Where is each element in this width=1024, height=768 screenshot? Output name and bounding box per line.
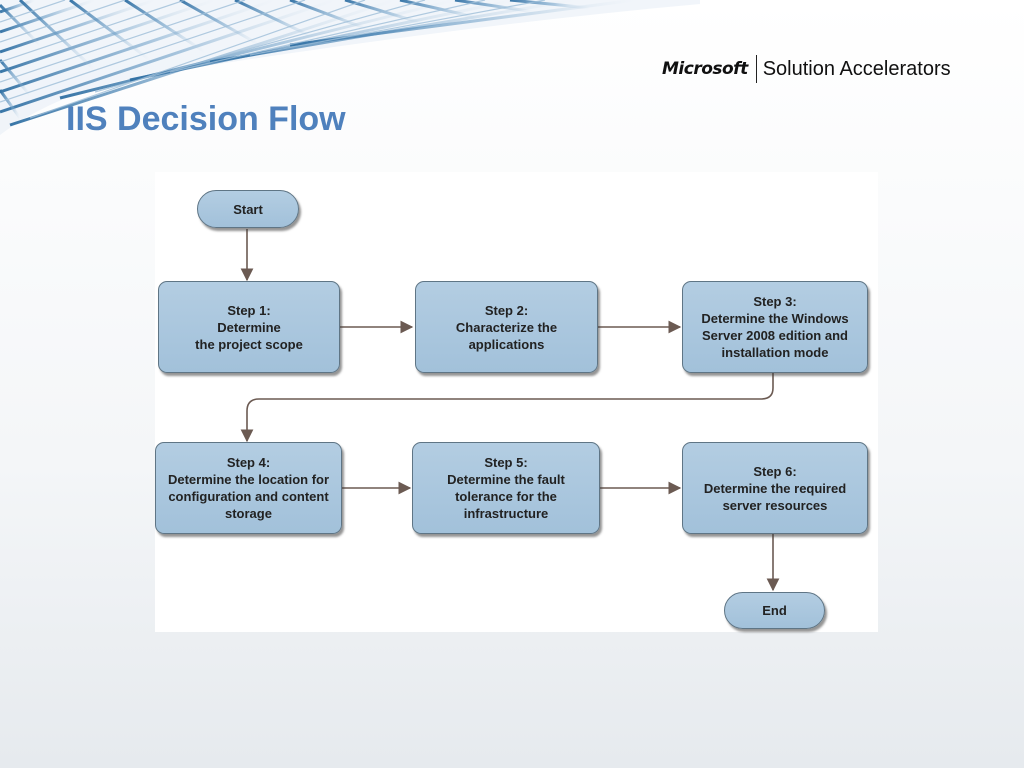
step-2-box: Step 2: Characterize the applications [415,281,598,373]
step-4-box: Step 4: Determine the location for confi… [155,442,342,534]
step-3-box: Step 3: Determine the Windows Server 200… [682,281,868,373]
step-1-box: Step 1: Determine the project scope [158,281,340,373]
start-terminal: Start [197,190,299,228]
step-6-box: Step 6: Determine the required server re… [682,442,868,534]
flowchart-connectors [240,229,780,592]
connector-step3-step4 [240,373,774,443]
logo-divider [755,55,757,83]
solution-accelerators-text: Solution Accelerators [762,57,951,80]
slide-title: IIS Decision Flow [66,100,346,138]
flowchart-panel: Start Step 1: Determine the project scop… [155,172,878,632]
decorative-lattice-graphic [0,0,700,135]
step-5-box: Step 5: Determine the fault tolerance fo… [412,442,600,534]
microsoft-solution-accelerators-logo: Microsoft Solution Accelerators [662,54,951,84]
end-terminal: End [724,592,825,629]
microsoft-wordmark: Microsoft [662,59,748,79]
